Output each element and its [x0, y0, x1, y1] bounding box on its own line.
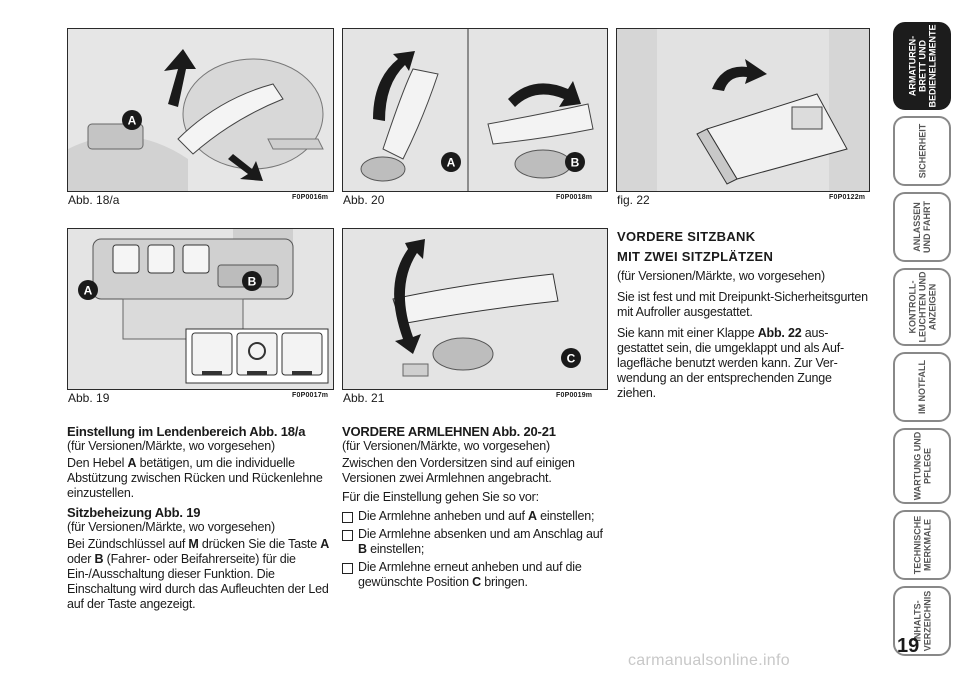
- tab-armaturenbrett[interactable]: ARMATUREN- BRETT UND BEDIENELEMENTE: [893, 22, 951, 110]
- lumbar-title: Einstellung im Lendenbereich Abb. 18/a: [67, 424, 306, 439]
- bench-paragraph-1: Sie ist fest und mit Dreipunkt-Sicher­he…: [617, 290, 868, 319]
- callout-a: A: [441, 152, 461, 172]
- figure-18a-caption: Abb. 18/a: [68, 193, 120, 207]
- bench-subtitle: (für Versionen/Märkte, wo vorgesehen): [617, 269, 825, 283]
- figure-18a-code: F0P0016m: [292, 194, 329, 201]
- bench-paragraph-2: Sie kann mit einer Klappe Abb. 22 aus­ge…: [617, 326, 845, 400]
- armrests-paragraph-2: Für die Einstellung gehen Sie so vor:: [342, 490, 539, 504]
- heating-subtitle: (für Versionen/Märkte, wo vorgesehen): [67, 520, 275, 534]
- list-item: Die Armlehne anheben und auf A ein­stell…: [342, 509, 604, 524]
- svg-text:A: A: [128, 114, 137, 128]
- figure-20-code: F0P0018m: [556, 194, 593, 201]
- seat-heater-buttons-illustration: [68, 229, 333, 389]
- column-lumbar-heating: Einstellung im Lendenbereich Abb. 18/a (…: [67, 424, 335, 616]
- bench-title-line-2: MIT ZWEI SITZPLÄTZEN: [617, 249, 774, 264]
- tab-anlassen[interactable]: ANLASSEN UND FAHRT: [893, 192, 951, 262]
- armrest-raise-illustration: [343, 29, 607, 191]
- figure-22-caption: fig. 22: [617, 193, 650, 207]
- list-item: Die Armlehne absenken und am An­schlag a…: [342, 527, 604, 557]
- watermark: carmanualsonline.info: [628, 652, 790, 669]
- svg-text:B: B: [248, 275, 257, 289]
- svg-text:A: A: [84, 284, 93, 298]
- armrests-title: VORDERE ARMLEHNEN Abb. 20-21: [342, 424, 556, 439]
- tab-kontrollleuchten[interactable]: KONTROLL- LEUCHTEN UND ANZEIGEN: [893, 268, 951, 346]
- svg-text:A: A: [447, 156, 456, 170]
- seat-lever-illustration: [68, 29, 333, 191]
- tab-wartung[interactable]: WARTUNG UND PFLEGE: [893, 428, 951, 504]
- lumbar-paragraph: Den Hebel A betätigen, um die individuel…: [67, 456, 323, 500]
- tab-inhaltsverzeichnis[interactable]: INHALTS- VERZEICHNIS: [893, 586, 951, 656]
- figure-20-caption: Abb. 20: [343, 193, 385, 207]
- figure-21-code: F0P0019m: [556, 392, 593, 399]
- figure-22-code: F0P0122m: [829, 194, 866, 201]
- figure-18a: A: [67, 28, 334, 192]
- callout-c: C: [561, 348, 581, 368]
- lumbar-subtitle: (für Versionen/Märkte, wo vorgesehen): [67, 439, 275, 453]
- armrests-subtitle: (für Versionen/Märkte, wo vorgesehen): [342, 439, 550, 453]
- armrests-paragraph-1: Zwischen den Vordersitzen sind auf eini­…: [342, 456, 575, 485]
- tab-sicherheit[interactable]: SICHERHEIT: [893, 116, 951, 186]
- figure-21-caption: Abb. 21: [343, 391, 385, 405]
- figure-21: C: [342, 228, 608, 390]
- figure-19: A B: [67, 228, 334, 390]
- callout-a: A: [78, 280, 98, 300]
- bench-title-line-1: VORDERE SITZBANK: [617, 229, 756, 244]
- heating-paragraph: Bei Zündschlüssel auf M drücken Sie die …: [67, 537, 330, 611]
- figure-20: A B: [342, 28, 608, 192]
- callout-b: B: [242, 271, 262, 291]
- armrests-steps: Die Armlehne anheben und auf A ein­stell…: [342, 509, 604, 590]
- page-number: 19: [897, 635, 920, 657]
- figure-22: [616, 28, 870, 192]
- svg-text:C: C: [567, 352, 576, 366]
- column-armrests: VORDERE ARMLEHNEN Abb. 20-21 (für Versio…: [342, 424, 604, 593]
- svg-text:B: B: [571, 156, 580, 170]
- bench-flap-illustration: [617, 29, 869, 191]
- heating-title: Sitzbeheizung Abb. 19: [67, 505, 201, 520]
- callout-a: A: [122, 110, 142, 130]
- figure-19-caption: Abb. 19: [68, 391, 110, 405]
- tab-im-notfall[interactable]: IM NOTFALL: [893, 352, 951, 422]
- column-front-bench: VORDERE SITZBANK MIT ZWEI SITZPLÄTZEN (f…: [617, 229, 869, 405]
- list-item: Die Armlehne erneut anheben und auf die …: [342, 560, 604, 590]
- figure-19-code: F0P0017m: [292, 392, 329, 399]
- tab-technische-merkmale[interactable]: TECHNISCHE MERKMALE: [893, 510, 951, 580]
- callout-b: B: [565, 152, 585, 172]
